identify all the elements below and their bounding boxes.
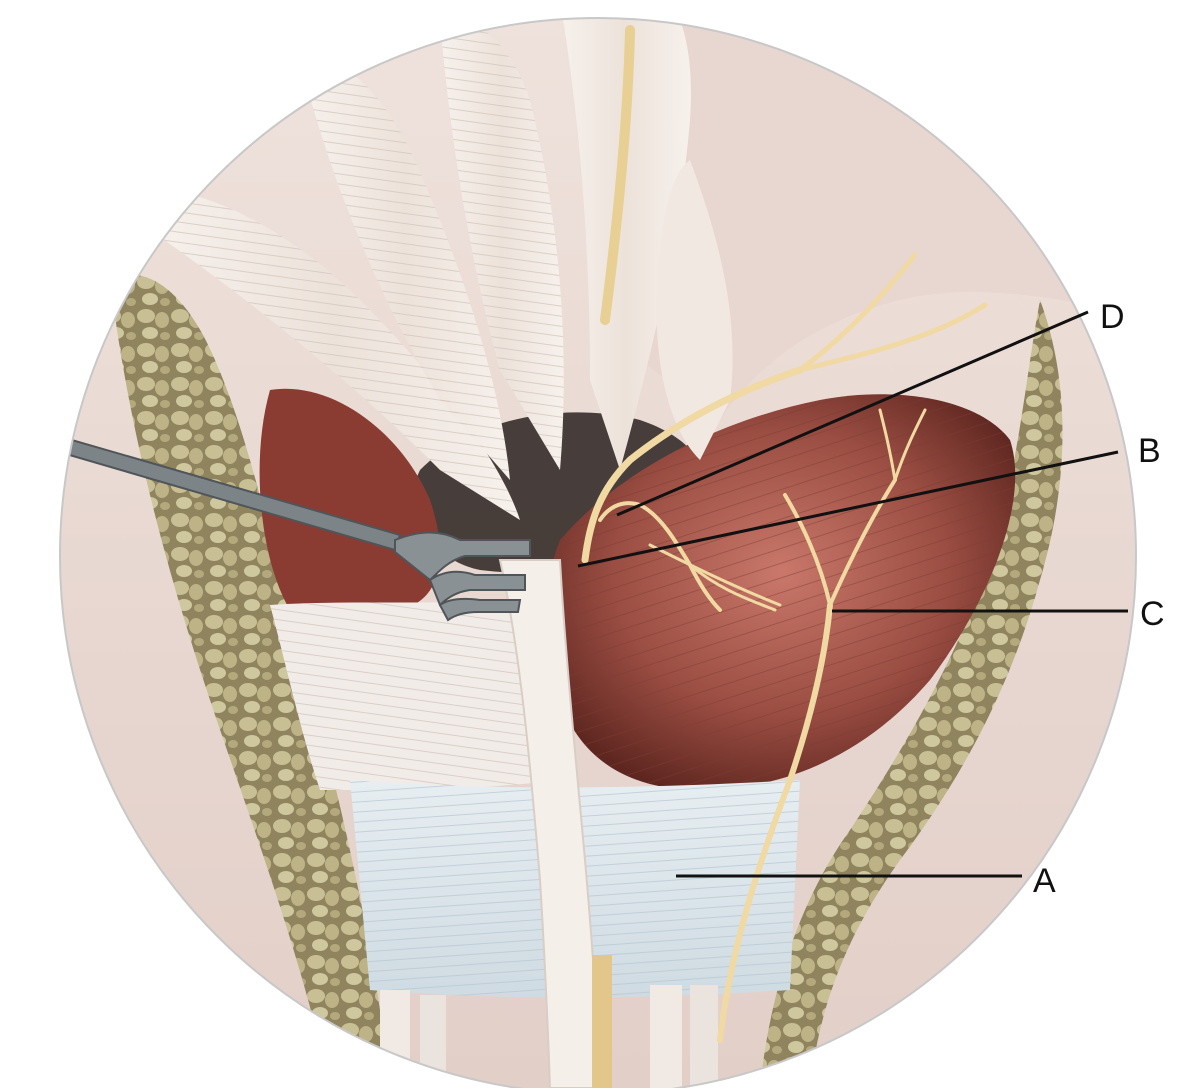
upper-tendons <box>150 18 733 520</box>
leader-line-b <box>577 450 1119 568</box>
label-b: B <box>1138 432 1161 470</box>
label-d: D <box>1100 298 1125 336</box>
lower-tendons <box>380 955 718 1088</box>
nerve-branches <box>581 252 988 1043</box>
right-fat-layer <box>760 300 1063 1088</box>
leader-lines <box>577 310 1128 878</box>
label-c: C <box>1140 595 1165 633</box>
leader-line-d <box>616 310 1089 517</box>
upper-nerve <box>600 25 635 325</box>
retractor <box>60 423 531 622</box>
view-circle-outline <box>59 17 1137 1088</box>
left-deep-muscle <box>259 388 440 610</box>
fibrous-band-lines <box>270 600 560 790</box>
label-a: A <box>1033 862 1056 900</box>
